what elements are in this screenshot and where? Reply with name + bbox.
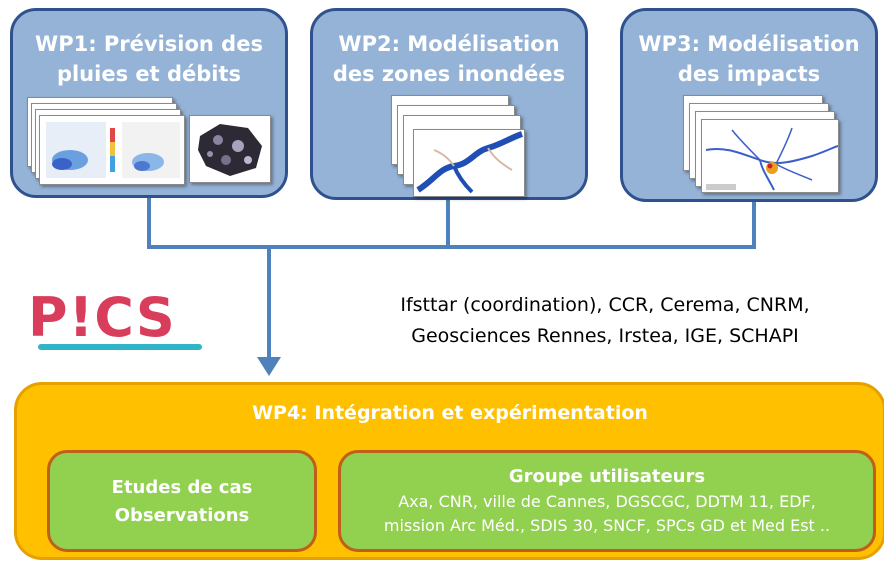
connector-wp2-vertical — [446, 198, 450, 248]
wp1-box: WP1: Prévision des pluies et débits — [10, 8, 288, 198]
wp3-title: WP3: Modélisation des impacts — [623, 29, 875, 89]
user-group-title: Groupe utilisateurs — [508, 466, 706, 487]
rainfall-map-icon — [46, 122, 180, 178]
wp1-title-line1: WP1: Prévision des — [35, 32, 263, 56]
logo-text-bang: ! — [68, 286, 95, 349]
wp4-title: WP4: Intégration et expérimentation — [252, 402, 648, 424]
wp2-title-line2: des zones inondées — [332, 62, 566, 86]
catchment-map-thumbnail — [189, 115, 271, 183]
partners-line1: Ifsttar (coordination), CCR, Cerema, CNR… — [400, 294, 810, 316]
connector-down-stem — [267, 247, 271, 359]
case-studies-box: Etudes de cas Observations — [47, 450, 317, 552]
case-studies-line2: Observations — [114, 505, 250, 526]
wp3-title-line1: WP3: Modélisation — [638, 32, 860, 56]
wp3-box: WP3: Modélisation des impacts — [620, 8, 878, 202]
wp3-title-line2: des impacts — [677, 62, 821, 86]
case-studies-line1: Etudes de cas — [111, 477, 253, 498]
wp2-title-line1: WP2: Modélisation — [338, 32, 560, 56]
connector-wp3-vertical — [752, 200, 756, 248]
wp4-box: WP4: Intégration et expérimentation Etud… — [14, 382, 884, 560]
flood-map-thumbnail — [413, 129, 525, 197]
wp2-box: WP2: Modélisation des zones inondées — [310, 8, 588, 200]
partners-list: Ifsttar (coordination), CCR, Cerema, CNR… — [335, 290, 875, 352]
user-group-line1: Axa, CNR, ville de Cannes, DGSCGC, DDTM … — [398, 492, 816, 511]
wp2-title: WP2: Modélisation des zones inondées — [313, 29, 585, 89]
wp1-title: WP1: Prévision des pluies et débits — [13, 29, 285, 89]
partners-line2: Geosciences Rennes, Irstea, IGE, SCHAPI — [411, 325, 799, 347]
catchment-map-icon — [198, 124, 262, 176]
rainfall-map-thumbnail — [39, 115, 185, 185]
user-group-line2: mission Arc Méd., SDIS 30, SNCF, SPCs GD… — [383, 516, 831, 535]
logo-underline — [38, 344, 202, 350]
wp1-title-line2: pluies et débits — [56, 62, 242, 86]
logo-text-post: CS — [94, 286, 176, 349]
connector-wp1-vertical — [147, 196, 151, 248]
user-group-box: Groupe utilisateurs Axa, CNR, ville de C… — [338, 450, 876, 552]
pics-logo: P!CS — [28, 286, 176, 349]
connector-horizontal — [147, 245, 756, 249]
impact-map-thumbnail — [701, 119, 839, 193]
logo-text-pre: P — [28, 286, 69, 349]
impact-map-icon — [705, 127, 838, 191]
flood-map-icon — [416, 131, 523, 194]
